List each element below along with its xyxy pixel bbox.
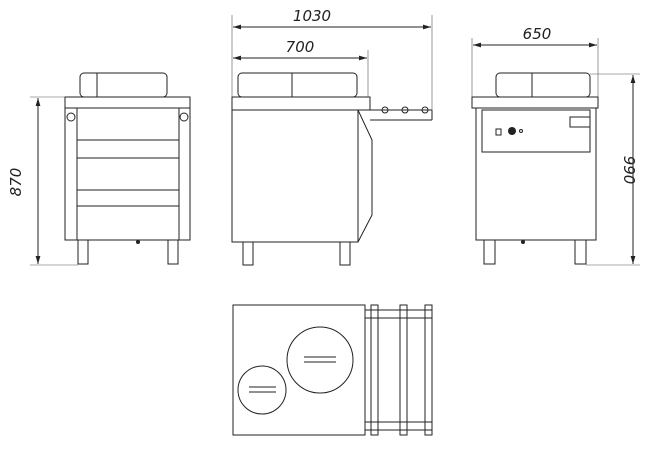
dimension-length-1030: 1030 <box>293 7 331 25</box>
dimension-height-870: 870 <box>7 168 25 197</box>
dimension-length-700: 700 <box>286 38 315 56</box>
rear-view: 650 990 <box>471 25 640 266</box>
top-view <box>232 304 433 436</box>
dimension-width-650: 650 <box>523 25 552 43</box>
dimension-height-990: 990 <box>620 156 638 185</box>
front-view-left: 870 <box>7 72 191 266</box>
side-view: 1030 700 <box>231 7 433 266</box>
